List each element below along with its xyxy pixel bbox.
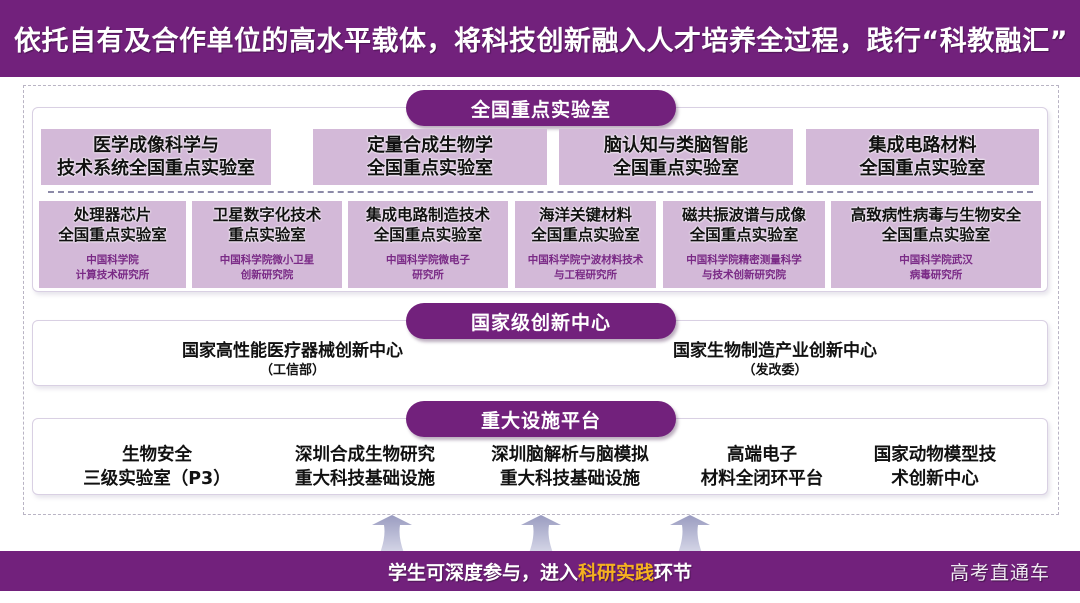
facility-line2: 重大科技基础设施 — [500, 469, 640, 489]
lab-name-line1: 高致病性病毒与生物安全 — [850, 206, 1022, 224]
institution-name: 中国科学院 计算技术研究所 — [76, 253, 150, 283]
facility-item: 高端电子 材料全闭环平台 — [682, 443, 842, 491]
lab-name-line1: 集成电路材料 — [868, 135, 977, 156]
facility-line1: 国家动物模型技 — [873, 445, 997, 465]
institution-line2: 病毒研究所 — [909, 269, 963, 281]
primary-lab-card: 医学成像科学与 技术系统全国重点实验室 — [41, 129, 271, 185]
innovation-center-item: 国家生物制造产业创新中心 （发改委） — [640, 340, 910, 380]
up-arrow-icon — [670, 515, 710, 553]
primary-lab-card: 脑认知与类脑智能 全国重点实验室 — [559, 129, 793, 185]
facility-line1: 生物安全 — [122, 445, 192, 465]
lab-name-line2: 全国重点实验室 — [859, 158, 986, 179]
footer-bar: 学生可深度参与，进入科研实践环节 高考直通车 — [0, 551, 1080, 591]
institution-name: 中国科学院武汉 病毒研究所 — [899, 253, 973, 283]
lab-name-line2: 重点实验室 — [228, 226, 306, 244]
header-bar: 依托自有及合作单位的高水平载体，将科技创新融入人才培养全过程，践行“科教融汇” — [0, 0, 1080, 77]
lab-name-line2: 全国重点实验室 — [881, 226, 991, 244]
facility-item: 深圳合成生物研究 重大科技基础设施 — [272, 443, 458, 491]
primary-lab-card: 定量合成生物学 全国重点实验室 — [313, 129, 547, 185]
lab-name-line1: 脑认知与类脑智能 — [604, 135, 748, 156]
watermark: 高考直通车 — [949, 562, 1050, 584]
footer-message: 学生可深度参与，进入科研实践环节 — [0, 551, 1080, 591]
up-arrow-icon — [521, 515, 561, 553]
partner-lab-card: 海洋关键材料 全国重点实验室 中国科学院宁波材料技术 与工程研究所 — [515, 201, 656, 288]
facility-line2: 材料全闭环平台 — [700, 469, 824, 489]
center-name: 国家生物制造产业创新中心 — [673, 341, 877, 361]
lab-name-line2: 技术系统全国重点实验室 — [57, 158, 255, 179]
institution-line2: 创新研究院 — [240, 269, 294, 281]
lab-name-line2: 全国重点实验室 — [689, 226, 799, 244]
facility-item: 深圳脑解析与脑模拟 重大科技基础设施 — [470, 443, 670, 491]
institution-line2: 与工程研究所 — [554, 269, 617, 281]
outer-dashed-frame — [23, 85, 1059, 515]
up-arrow-icon — [372, 515, 412, 553]
lab-name-line2: 全国重点实验室 — [613, 158, 739, 179]
facility-line2: 三级实验室（P3） — [83, 469, 231, 489]
institution-name: 中国科学院微小卫星 创新研究院 — [220, 253, 315, 283]
institution-line1: 中国科学院宁波材料技术 — [527, 254, 644, 266]
center-name: 国家高性能医疗器械创新中心 — [182, 341, 403, 361]
institution-line1: 中国科学院武汉 — [899, 254, 973, 266]
facility-item: 国家动物模型技 术创新中心 — [855, 443, 1015, 491]
facility-line2: 术创新中心 — [891, 469, 979, 489]
center-ministry: （发改委） — [742, 363, 808, 378]
lab-name-line1: 定量合成生物学 — [367, 135, 493, 156]
lab-name-line2: 全国重点实验室 — [531, 226, 640, 244]
center-ministry: （工信部） — [259, 363, 325, 378]
partner-lab-card: 处理器芯片 全国重点实验室 中国科学院 计算技术研究所 — [39, 201, 186, 288]
facility-line2: 重大科技基础设施 — [295, 469, 435, 489]
primary-lab-card: 集成电路材料 全国重点实验室 — [806, 129, 1039, 185]
institution-line1: 中国科学院微小卫星 — [219, 254, 315, 266]
facility-line1: 深圳脑解析与脑模拟 — [491, 445, 649, 465]
lab-name-line2: 全国重点实验室 — [367, 158, 493, 179]
institution-line1: 中国科学院精密测量科学 — [686, 254, 802, 266]
institution-name: 中国科学院精密测量科学 与技术创新研究院 — [686, 253, 802, 283]
lab-name-line1: 医学成像科学与 — [93, 135, 219, 156]
major-facilities-heading: 重大设施平台 — [406, 401, 676, 437]
footer-text-before: 学生可深度参与，进入 — [387, 561, 578, 584]
partner-lab-card: 集成电路制造技术 全国重点实验室 中国科学院微电子 研究所 — [348, 201, 508, 288]
institution-line2: 与技术创新研究院 — [702, 269, 786, 281]
lab-name-line2: 全国重点实验室 — [373, 226, 483, 244]
divider-dashed — [48, 191, 1033, 193]
facility-line1: 深圳合成生物研究 — [295, 445, 435, 465]
national-key-labs-heading: 全国重点实验室 — [406, 90, 676, 126]
institution-line2: 计算技术研究所 — [75, 269, 150, 281]
innovation-centers-heading: 国家级创新中心 — [406, 303, 676, 339]
facility-line1: 高端电子 — [727, 445, 797, 465]
lab-name-line2: 全国重点实验室 — [58, 226, 167, 244]
institution-name: 中国科学院微电子 研究所 — [386, 253, 470, 283]
institution-name: 中国科学院宁波材料技术 与工程研究所 — [528, 253, 644, 283]
lab-name-line1: 海洋关键材料 — [538, 206, 632, 224]
partner-lab-card: 卫星数字化技术 重点实验室 中国科学院微小卫星 创新研究院 — [192, 201, 342, 288]
institution-line1: 中国科学院 — [86, 254, 139, 266]
lab-name-line1: 磁共振波谱与成像 — [681, 206, 806, 224]
innovation-center-item: 国家高性能医疗器械创新中心 （工信部） — [150, 340, 435, 380]
partner-lab-card: 磁共振波谱与成像 全国重点实验室 中国科学院精密测量科学 与技术创新研究院 — [663, 201, 825, 288]
footer-text-highlight: 科研实践 — [577, 561, 654, 584]
slide-title: 依托自有及合作单位的高水平载体，将科技创新融入人才培养全过程，践行“科教融汇” — [14, 26, 1068, 57]
facility-item: 生物安全 三级实验室（P3） — [72, 443, 242, 491]
lab-name-line1: 卫星数字化技术 — [212, 206, 322, 224]
lab-name-line1: 处理器芯片 — [73, 206, 152, 224]
institution-line1: 中国科学院微电子 — [386, 254, 470, 266]
lab-name-line1: 集成电路制造技术 — [365, 206, 490, 224]
partner-lab-card: 高致病性病毒与生物安全 全国重点实验室 中国科学院武汉 病毒研究所 — [831, 201, 1041, 288]
footer-text-after: 环节 — [654, 561, 693, 584]
institution-line2: 研究所 — [412, 269, 444, 281]
